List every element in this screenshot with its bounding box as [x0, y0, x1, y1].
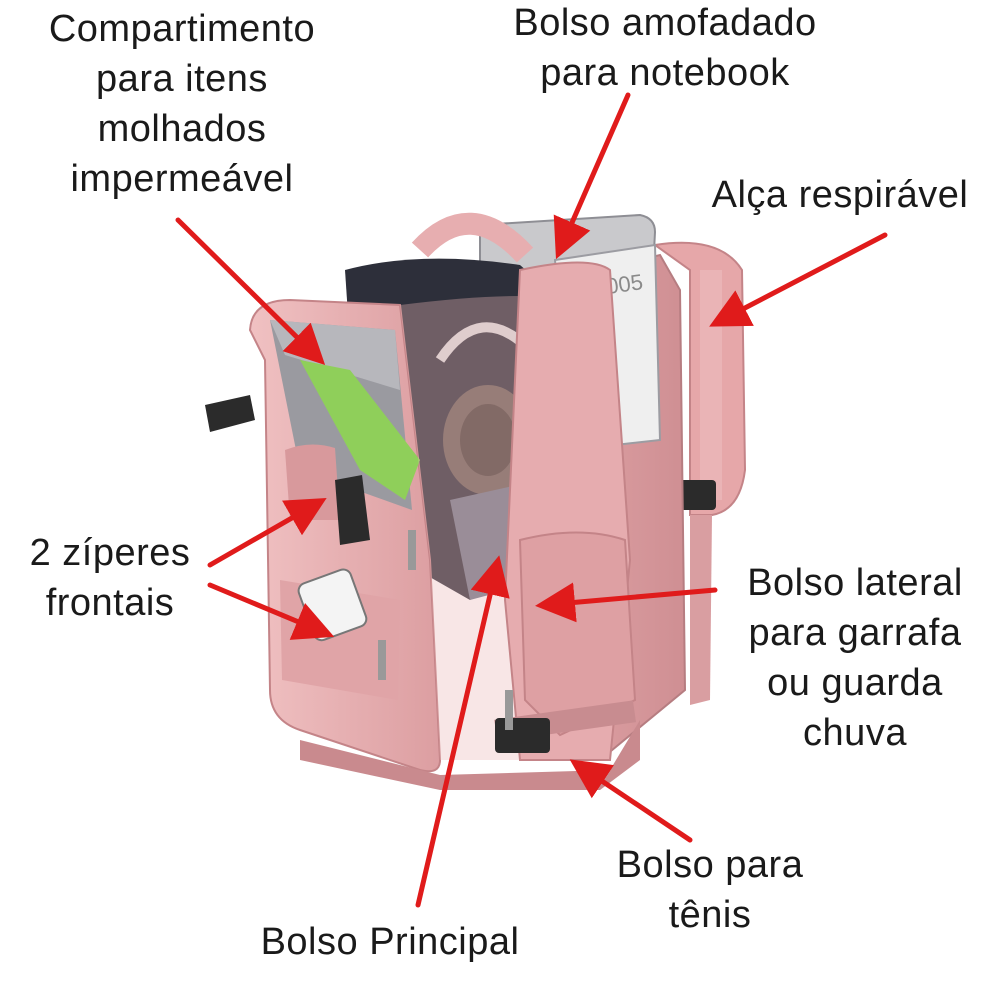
- label-laptop-pocket: Bolso amofadado para notebook: [513, 2, 817, 94]
- towel: [300, 360, 420, 500]
- arrow-front-zipper-lower: [207, 582, 335, 640]
- label-main-pocket: Bolso Principal: [260, 921, 520, 963]
- arrow-wet-compartment: [175, 217, 326, 366]
- label-front-zippers: 2 zíperes frontais: [29, 532, 191, 624]
- arrow-side-pocket: [535, 582, 718, 623]
- arrow-front-zipper-upper: [207, 498, 327, 568]
- arrow-laptop-pocket: [553, 92, 631, 260]
- arrow-main-pocket: [415, 555, 510, 908]
- arrow-breathable-strap: [709, 232, 888, 327]
- label-breathable-strap: Alça respirável: [711, 174, 969, 216]
- label-side-pocket: Bolso lateral para garrafa ou guarda chu…: [747, 562, 963, 754]
- label-wet-compartment: Compartimento para itens molhados imperm…: [48, 8, 316, 200]
- arrow-shoe-pocket: [569, 759, 693, 843]
- annotation-arrows: [175, 92, 888, 908]
- backpack-body: RS2005: [205, 212, 687, 790]
- label-shoe-pocket: Bolso para tênis: [616, 844, 804, 936]
